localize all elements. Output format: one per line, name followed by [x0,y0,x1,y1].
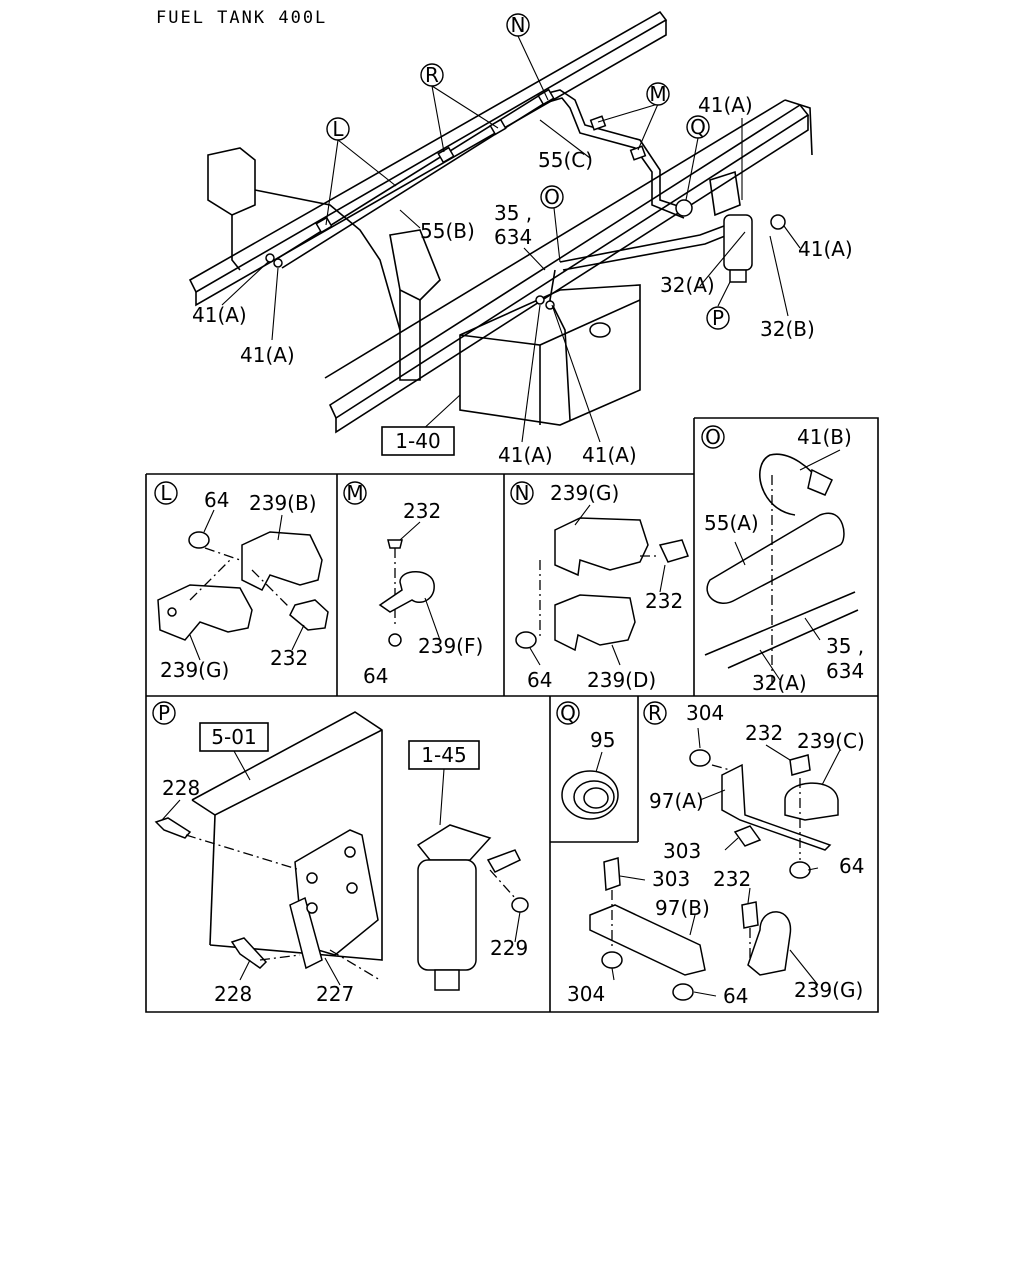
svg-text:228: 228 [214,982,252,1006]
svg-text:Q: Q [690,115,706,139]
callout-R: R [420,63,444,87]
svg-text:239(G): 239(G) [550,481,619,505]
nut-icon [188,531,210,549]
nut-icon [511,897,529,913]
sleeve-icon [706,512,845,604]
callout-P: P [706,306,730,330]
label-32b: 32(B) [760,317,815,341]
bolt-icon [289,599,329,631]
svg-text:232: 232 [645,589,683,613]
svg-text:239(C): 239(C) [797,729,865,753]
svg-text:97(A): 97(A) [649,789,704,813]
bolt-icon [733,825,762,847]
panel-M: M 232 239(F) 64 [343,481,483,688]
label-41a-left2: 41(A) [240,343,295,367]
callout-Q: Q [686,115,710,139]
label-634: 634 [494,225,532,249]
svg-text:64: 64 [363,664,388,688]
svg-text:232: 232 [270,646,308,670]
svg-text:M: M [649,82,666,106]
svg-text:303: 303 [652,867,690,891]
svg-text:97(B): 97(B) [655,896,710,920]
svg-text:64: 64 [527,668,552,692]
svg-text:M: M [346,481,363,505]
bolt-icon [741,901,759,929]
svg-text:1-40: 1-40 [395,429,440,453]
callout-O: O [540,185,564,209]
panel-grid [145,417,879,1013]
panel-Q: Q 95 [556,701,619,820]
panel-R: R 304 232 239(C) 97(A) 303 64 303 232 97… [567,701,865,1008]
svg-text:64: 64 [723,984,748,1008]
svg-text:239(G): 239(G) [794,978,863,1002]
panel-P: P 5-01 1-45 228 229 228 227 [152,701,529,1006]
svg-text:N: N [511,13,526,37]
ref-box-1-40: 1-40 [381,426,455,456]
svg-text:32(A): 32(A) [752,671,807,695]
svg-text:95: 95 [590,728,615,752]
svg-text:634: 634 [826,659,864,683]
nut-icon [789,861,811,879]
svg-text:64: 64 [839,854,864,878]
svg-text:L: L [160,481,172,505]
svg-text:P: P [712,306,724,330]
svg-text:239(D): 239(D) [587,668,656,692]
svg-text:304: 304 [686,701,724,725]
label-41a-right: 41(A) [798,237,853,261]
ref-box-5-01: 5-01 [199,722,269,752]
svg-text:239(B): 239(B) [249,491,317,515]
svg-text:R: R [425,63,439,87]
nut-icon [601,951,623,969]
svg-text:229: 229 [490,936,528,960]
svg-text:41(B): 41(B) [797,425,852,449]
panel-O: O 41(B) 55(A) 35 , 634 32(A) [701,425,864,695]
label-55c: 55(C) [538,148,593,172]
nut-icon [689,749,711,767]
label-41a-bot2: 41(A) [582,443,637,467]
svg-text:227: 227 [316,982,354,1006]
svg-text:O: O [544,185,560,209]
bolt-icon [154,817,192,839]
ref-box-1-45: 1-45 [408,740,480,770]
svg-text:5-01: 5-01 [211,725,256,749]
panel-L: L 64 239(B) 239(G) 232 [154,481,329,682]
label-41a-bot1: 41(A) [498,443,553,467]
callout-N: N [506,13,530,37]
svg-text:232: 232 [745,721,783,745]
label-35: 35 , [494,201,532,225]
panel-N: N 239(G) 232 64 239(D) [510,481,689,692]
overview-drawing [188,10,813,443]
bolt-icon [603,857,621,892]
label-41a-top: 41(A) [698,93,753,117]
svg-text:Q: Q [560,701,576,725]
label-32a: 32(A) [660,273,715,297]
svg-text:P: P [158,701,170,725]
bolt-icon [230,937,268,969]
svg-text:228: 228 [162,776,200,800]
label-41a-left: 41(A) [192,303,247,327]
svg-text:N: N [515,481,530,505]
svg-text:O: O [705,425,721,449]
svg-text:232: 232 [713,867,751,891]
svg-text:L: L [332,117,344,141]
svg-text:303: 303 [663,839,701,863]
svg-text:239(G): 239(G) [160,658,229,682]
bolt-icon [789,754,811,776]
callout-L: L [326,117,350,141]
svg-text:35 ,: 35 , [826,634,864,658]
bolt-icon [658,539,689,563]
svg-text:64: 64 [204,488,229,512]
callout-M: M [646,82,670,106]
nut-icon [672,983,694,1001]
page-title: FUEL TANK 400L [156,8,328,28]
svg-text:55(A): 55(A) [704,511,759,535]
svg-text:239(F): 239(F) [418,634,483,658]
label-55b: 55(B) [420,219,475,243]
svg-text:232: 232 [403,499,441,523]
nut-icon [515,631,537,649]
svg-text:304: 304 [567,982,605,1006]
svg-text:R: R [648,701,662,725]
svg-text:1-45: 1-45 [421,743,466,767]
